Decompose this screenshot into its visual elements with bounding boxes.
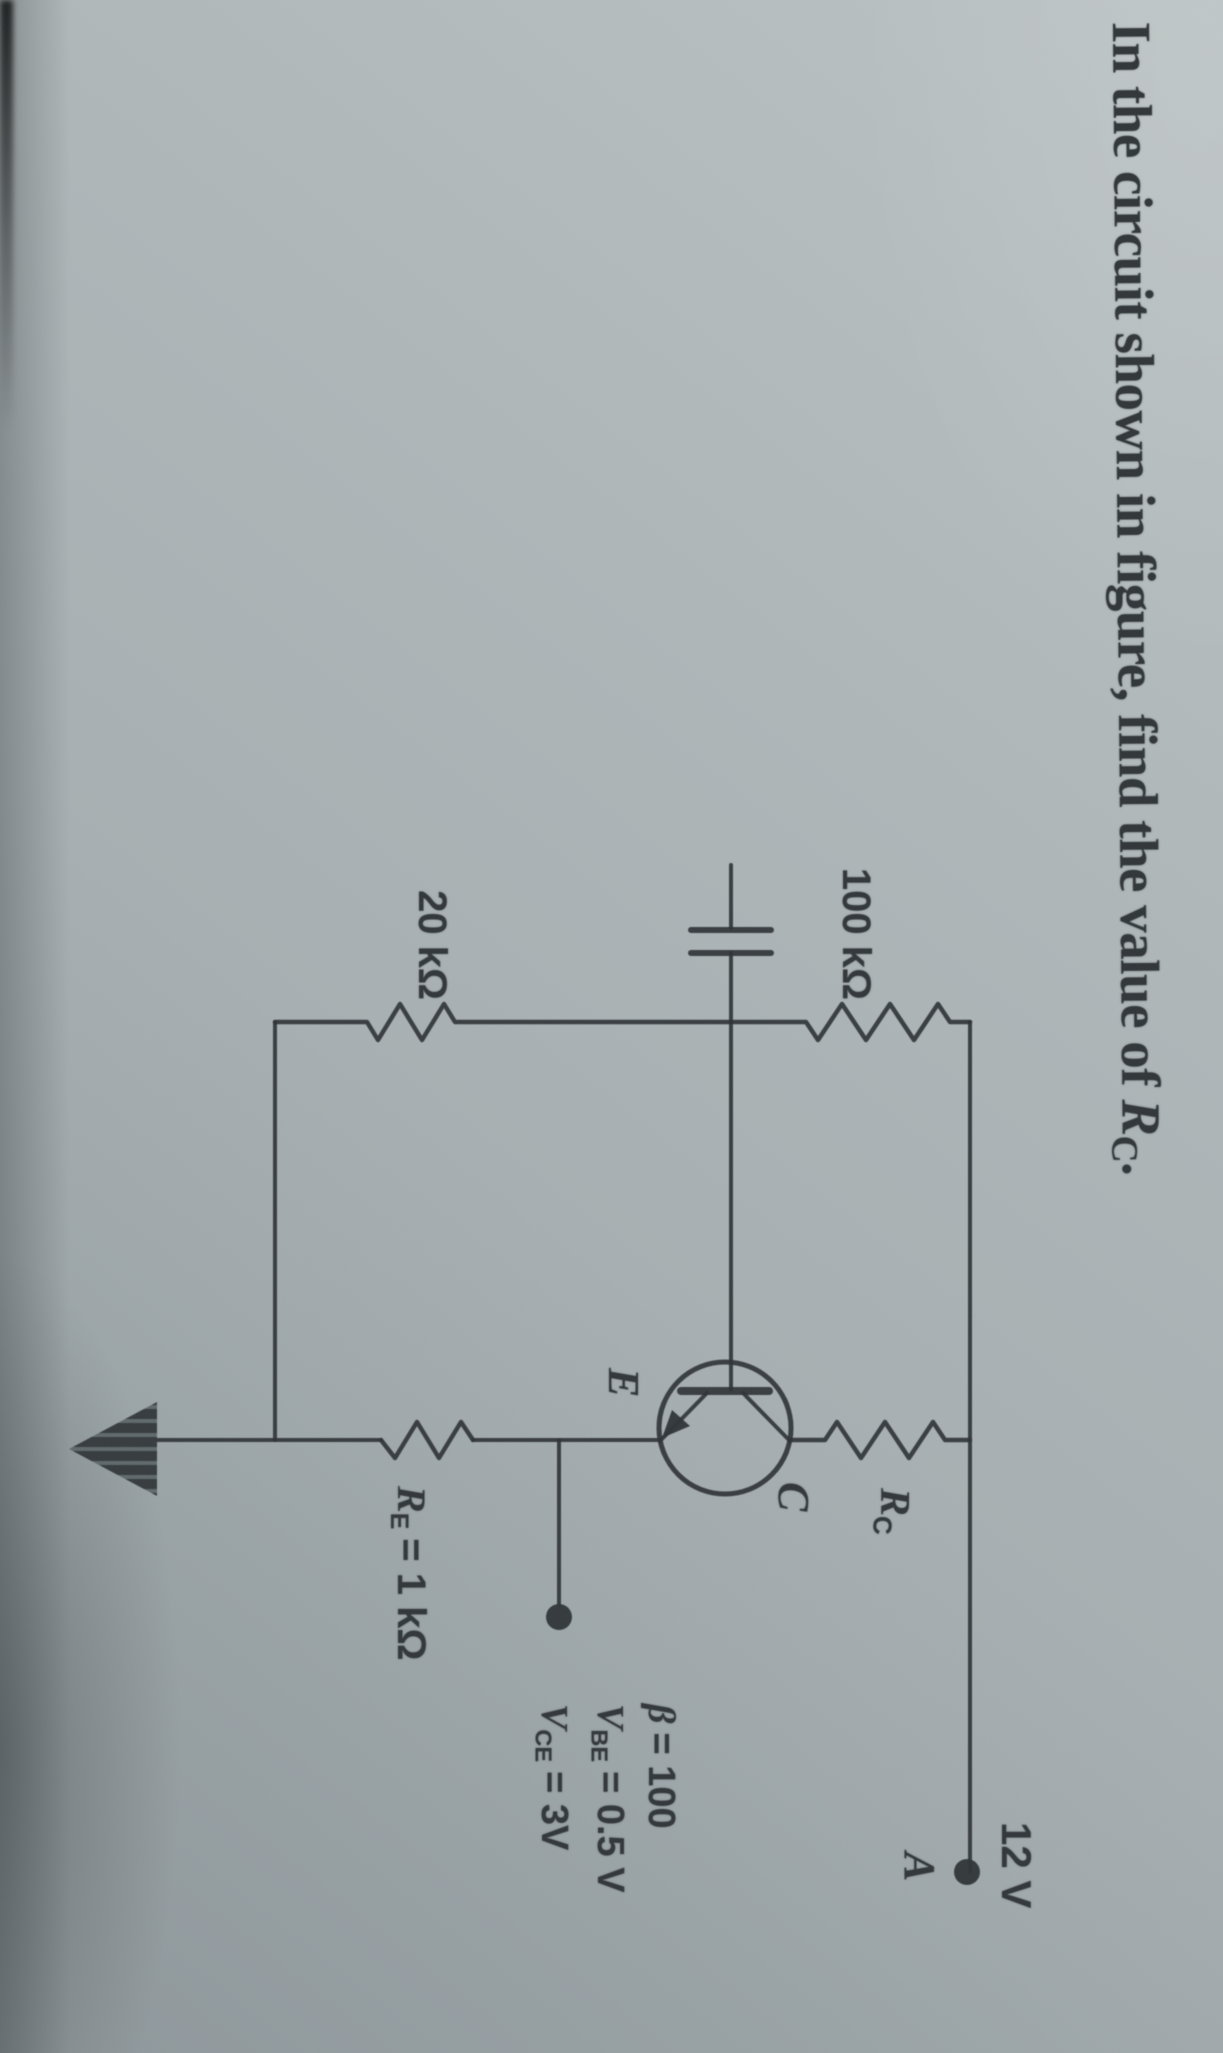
label-re-sub: E xyxy=(385,1512,413,1530)
label-rc-base: R xyxy=(871,1488,917,1517)
param-beta-sym: β xyxy=(640,1704,682,1724)
label-rc-sub: C xyxy=(867,1516,898,1535)
label-re: RE = 1 kΩ xyxy=(385,1486,434,1661)
label-100k: 100 kΩ xyxy=(834,867,878,1000)
terminal-dot xyxy=(546,1604,572,1630)
label-node-a: A xyxy=(895,1852,944,1882)
param-vbe: VBE = 0.5 V xyxy=(586,1704,631,1893)
resistor-re-icon xyxy=(378,1419,476,1461)
param-beta: β = 100 xyxy=(638,1704,682,1829)
param-vce: VCE = 3V xyxy=(530,1704,575,1851)
node-a-dot xyxy=(954,1859,980,1885)
ground-symbol-icon xyxy=(69,1402,157,1496)
resistor-100k-icon xyxy=(728,1001,973,1043)
label-emitter: E xyxy=(599,1368,648,1398)
label-20k: 20 kΩ xyxy=(410,890,454,1000)
param-beta-value: = 100 xyxy=(640,1732,682,1829)
label-re-value: = 1 kΩ xyxy=(389,1538,433,1661)
param-vce-sym: V xyxy=(533,1704,575,1730)
label-12v: 12 V xyxy=(993,1822,1040,1909)
param-vbe-value: = 0.5 V xyxy=(589,1771,631,1893)
label-collector: C xyxy=(769,1482,818,1512)
resistor-rc-icon xyxy=(788,1419,973,1461)
param-vbe-sym: V xyxy=(589,1704,631,1730)
label-re-base: R xyxy=(389,1486,434,1513)
param-vce-value: = 3V xyxy=(533,1771,575,1851)
resistor-20k-icon xyxy=(272,1001,734,1043)
label-rc: RC xyxy=(867,1488,917,1535)
param-vce-sub: CE xyxy=(530,1729,557,1763)
param-vbe-sub: BE xyxy=(586,1729,613,1763)
